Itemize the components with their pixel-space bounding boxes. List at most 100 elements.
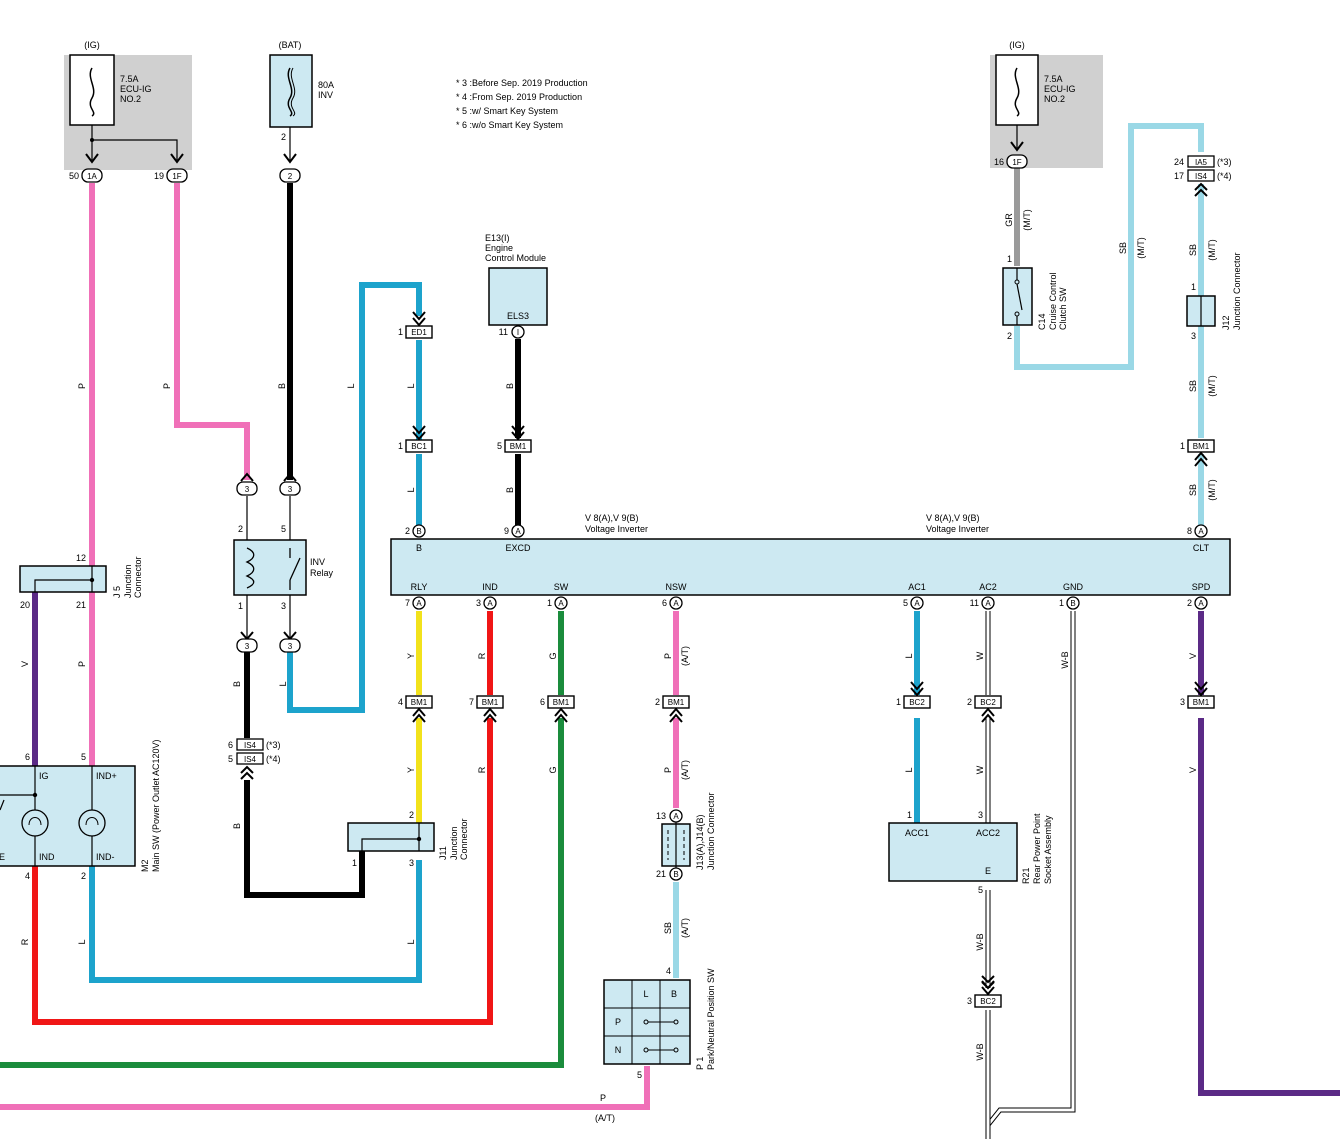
j5-pin-br: 21: [76, 600, 86, 610]
is4a-name: IS4: [244, 741, 257, 750]
p1-row-p: P: [615, 1017, 621, 1027]
wire-label-sb: SB: [1188, 380, 1198, 392]
ia5-pin: 24: [1174, 157, 1184, 167]
inverter-bottom-label: SW: [554, 582, 569, 592]
wire-label-v: V: [20, 661, 30, 667]
wire-black-is4: [244, 780, 365, 898]
inverter-bottom-label: GND: [1063, 582, 1084, 592]
relay-pin-tr: 5: [281, 524, 286, 534]
wire-label-w: W: [975, 765, 985, 774]
inverter-right-ref: V 8(A),V 9(B): [926, 513, 980, 523]
inverter-top-conn: B: [416, 527, 421, 536]
p1-col-l: L: [643, 989, 648, 999]
is4-top-pin: 17: [1174, 171, 1184, 181]
inverter-bottom-pin: [412, 596, 426, 610]
ecm-conn: I: [517, 328, 519, 337]
r21-pin-e: 5: [978, 885, 983, 895]
wire-label-y: Y: [406, 767, 416, 773]
inverter-bottom-label: NSW: [666, 582, 688, 592]
is4b-name: IS4: [244, 755, 257, 764]
inverter-right-name: Voltage Inverter: [926, 524, 989, 534]
inverter-bottom-conn: A: [914, 599, 920, 608]
ecm-terminal: ELS3: [507, 311, 529, 321]
wire-label-b: B: [505, 487, 515, 493]
inverter-bottom-pin-number: 1: [547, 598, 552, 608]
wire-note-mt: (M/T): [1207, 239, 1217, 261]
inverter-bottom-label: AC1: [908, 582, 926, 592]
fuse-ig-right-name2: NO.2: [1044, 94, 1065, 104]
inverter-top-pin-number: 2: [405, 526, 410, 536]
wire-label-r: R: [20, 938, 30, 945]
inverter-top-pin-number: 8: [1187, 526, 1192, 536]
fuse-bat-rating: 80A: [318, 80, 334, 90]
wire-label-l: L: [77, 939, 87, 944]
inv-relay: INV Relay 2 5 1 3 3 3 3 3: [233, 472, 334, 653]
is4b-note: (*4): [266, 754, 281, 764]
j5-pin-bl: 20: [20, 600, 30, 610]
wire-blue-j11-m2: [89, 860, 422, 983]
connector-name: BC2: [980, 997, 996, 1006]
wire-label-b: B: [232, 681, 242, 687]
wire-label-g: G: [548, 652, 558, 659]
relay-conn-3d: 3: [288, 642, 293, 651]
relay-name1: INV: [310, 557, 325, 567]
wire-pink-1f: [174, 183, 250, 480]
inverter-bottom-pin-number: 3: [476, 598, 481, 608]
r21-rear-power-point: ACC1 ACC2 E 1 3 5 R21 Rear Power Point S…: [888, 810, 1053, 990]
fuse-bat: (BAT) 80A INV 2 2: [269, 40, 334, 183]
wires: [0, 123, 1340, 1139]
j12-name: Junction Connector: [1232, 252, 1242, 330]
ia5-is4-connector: IA5 24 (*3) IS4 17 (*4): [1174, 155, 1232, 197]
fuse-ig-left-name2: NO.2: [120, 94, 141, 104]
connector-pin: 5: [497, 441, 502, 451]
fuse-ig-right-rating: 7.5A: [1044, 74, 1063, 84]
inverter-bottom-conn: A: [416, 599, 422, 608]
p1-name: Park/Neutral Position SW: [706, 968, 716, 1070]
inverter-bottom-pin: [669, 596, 683, 610]
connector-name: BC2: [980, 698, 996, 707]
wire-label-l: L: [346, 383, 356, 388]
ecm-name1: Engine: [485, 243, 513, 253]
connector-name: BM1: [411, 698, 428, 707]
m2-ref: M2: [140, 859, 150, 872]
c14-name1: Cruise Control: [1048, 272, 1058, 330]
inverter-bottom-pin-number: 2: [1187, 598, 1192, 608]
note-3: * 3 :Before Sep. 2019 Production: [456, 78, 588, 88]
p1-row-n: N: [615, 1045, 622, 1055]
inverter-bottom-label: IND: [482, 582, 498, 592]
wire-blue-relay: [287, 282, 422, 713]
inverter-bottom-pin-number: 6: [662, 598, 667, 608]
inverter-top-pin-number: 9: [504, 526, 509, 536]
r21-pin-acc1: 1: [907, 810, 912, 820]
m2-lbl-indm: IND-: [96, 852, 115, 862]
fuse-bat-source: (BAT): [279, 40, 302, 50]
relay-connectors: 3 3 3 3: [236, 472, 301, 653]
wire-label-w: W: [975, 651, 985, 660]
r21-ref: R21: [1021, 867, 1031, 884]
j12-pin-top: 1: [1191, 282, 1196, 292]
connector-name: BM1: [482, 698, 499, 707]
ia5-name: IA5: [1195, 158, 1208, 167]
j13-pin-bot: 21: [656, 869, 666, 879]
wire-label-wb: W-B: [975, 933, 985, 950]
inverter-bottom-pin-number: 7: [405, 598, 410, 608]
wire-label-v: V: [1188, 767, 1198, 773]
inverter-bottom-pin-number: 11: [970, 598, 979, 608]
inverter-bottom-conn: A: [1198, 599, 1204, 608]
fuse-ig-left-conn-a: 1A: [87, 172, 97, 181]
m2-lbl-ind: IND: [39, 852, 55, 862]
fuse-ig-left-pin-a: 50: [69, 171, 79, 181]
j11-pin-bl: 1: [352, 858, 357, 868]
j13-pin-top: 13: [656, 811, 666, 821]
connector-pin: 1: [1180, 441, 1185, 451]
wire-label-b: B: [505, 383, 515, 389]
note-6: * 6 :w/o Smart Key System: [456, 120, 563, 130]
